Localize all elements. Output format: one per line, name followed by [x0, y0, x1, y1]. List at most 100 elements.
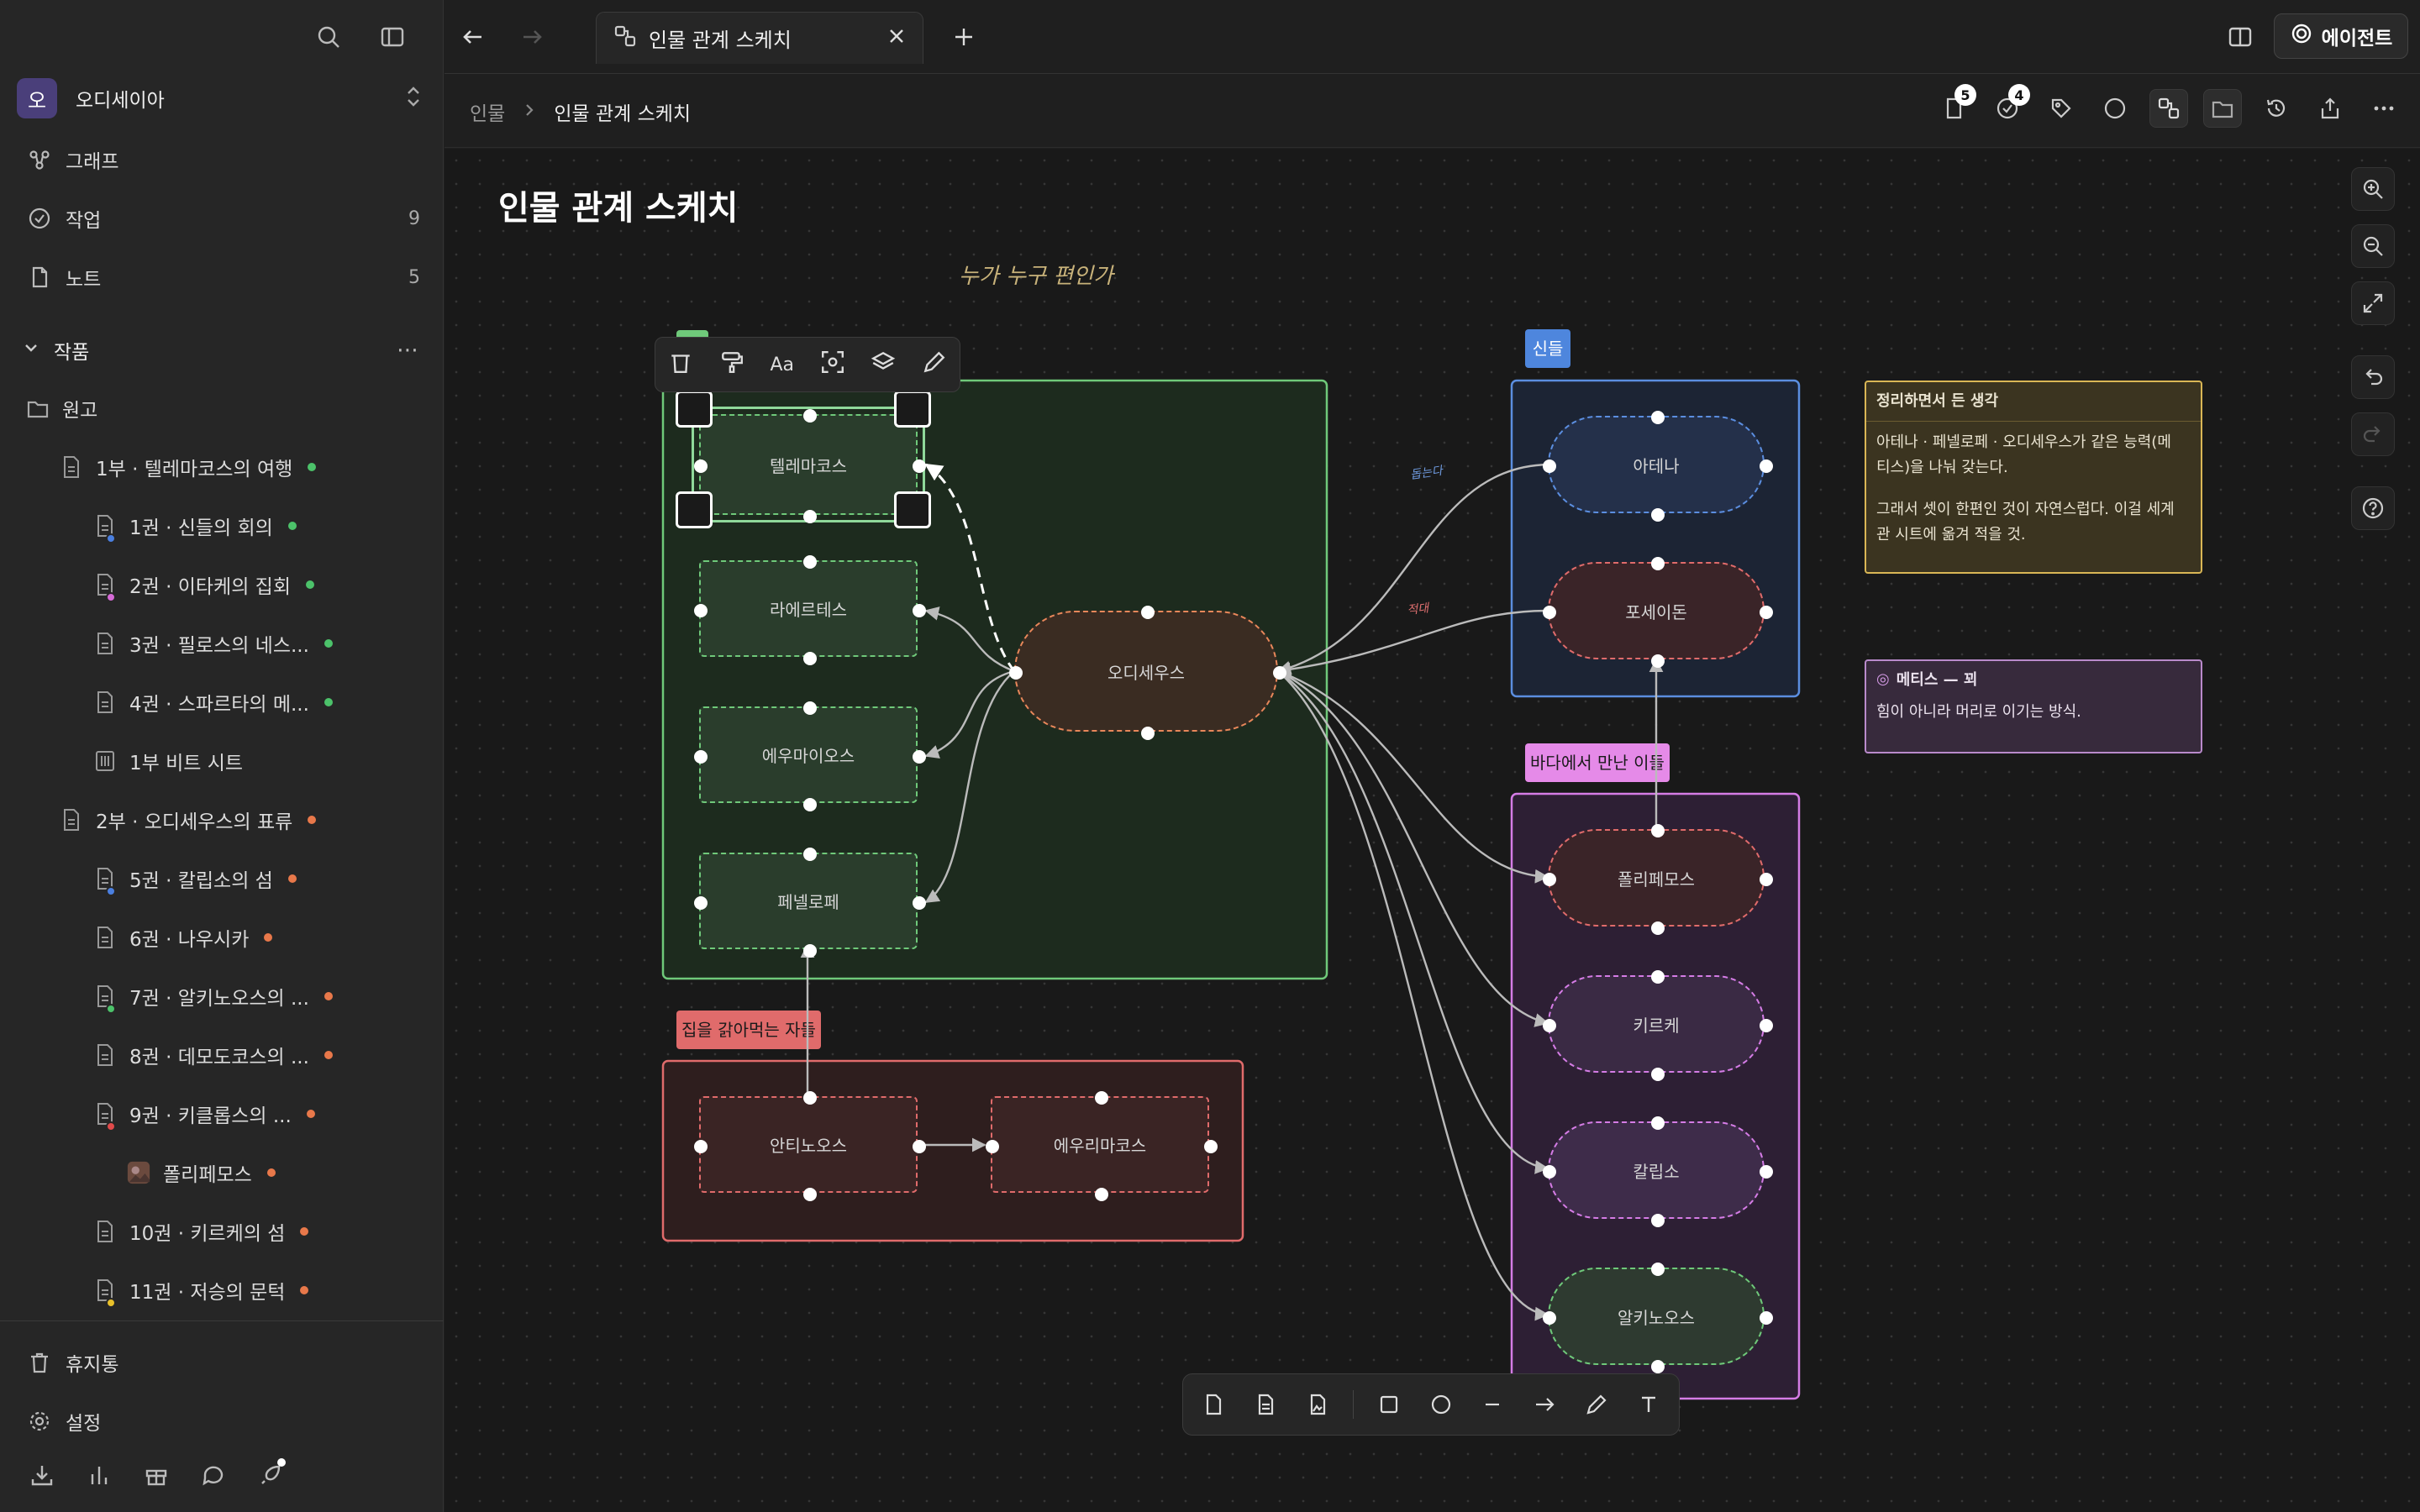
canvas-title[interactable]: 인물 관계 스케치: [498, 189, 739, 228]
connection-handle[interactable]: [1141, 606, 1155, 619]
section-works[interactable]: 작품 ⋯: [22, 329, 420, 371]
connection-handle[interactable]: [913, 1139, 926, 1153]
node-circe[interactable]: 키르케: [1543, 970, 1773, 1081]
node-penelope[interactable]: 페넬로페: [694, 848, 926, 958]
new-tab-icon[interactable]: [947, 20, 981, 54]
connection-handle[interactable]: [1095, 1091, 1108, 1105]
connection-handle[interactable]: [1543, 1165, 1556, 1179]
node-calypso[interactable]: 칼립소: [1543, 1116, 1773, 1227]
node-alcinous[interactable]: 알키노오스: [1543, 1263, 1773, 1373]
node-odysseus[interactable]: 오디세우스: [1009, 606, 1286, 740]
zoom-out-icon[interactable]: [2351, 224, 2395, 268]
pen-icon[interactable]: [1580, 1388, 1613, 1421]
tree-item[interactable]: 1부 비트 시트: [92, 739, 243, 783]
history-icon[interactable]: [2257, 89, 2296, 128]
connection-handle[interactable]: [1651, 824, 1665, 837]
connection-handle[interactable]: [803, 510, 817, 523]
tree-item[interactable]: 3권 · 필로스의 네스...: [92, 622, 333, 665]
tree-item[interactable]: 1권 · 신들의 회의: [92, 504, 297, 548]
fit-screen-icon[interactable]: [2351, 281, 2395, 325]
back-arrow-icon[interactable]: [456, 20, 490, 54]
linked-tasks-button[interactable]: 4: [1988, 84, 2030, 128]
connection-handle[interactable]: [1651, 921, 1665, 935]
redo-icon[interactable]: [2351, 412, 2395, 456]
layers-icon[interactable]: [871, 349, 896, 380]
text-tool-icon[interactable]: [1632, 1388, 1665, 1421]
folder-icon[interactable]: [2203, 89, 2242, 128]
nav-graph[interactable]: 그래프: [25, 138, 420, 181]
rectangle-icon[interactable]: [1372, 1388, 1406, 1421]
zoom-in-icon[interactable]: [2351, 167, 2395, 211]
tree-item[interactable]: 2부 · 오디세우스의 표류: [59, 798, 317, 842]
resize-handle[interactable]: [894, 391, 931, 428]
connection-handle[interactable]: [803, 652, 817, 665]
tree-item[interactable]: 1부 · 텔레마코스의 여행: [59, 445, 317, 489]
connection-handle[interactable]: [1543, 606, 1556, 619]
more-icon[interactable]: [2365, 89, 2403, 128]
resize-handle[interactable]: [894, 491, 931, 528]
connection-handle[interactable]: [1760, 459, 1773, 473]
linked-docs-button[interactable]: 5: [1934, 84, 1976, 128]
connection-handle[interactable]: [1009, 666, 1023, 680]
page-icon[interactable]: [1197, 1388, 1230, 1421]
resize-handle[interactable]: [676, 391, 713, 428]
node-laertes[interactable]: 라에르테스: [694, 555, 926, 665]
connection-handle[interactable]: [1651, 508, 1665, 522]
tree-item[interactable]: 폴리페모스: [126, 1151, 276, 1194]
connection-handle[interactable]: [1095, 1188, 1108, 1201]
resize-handle[interactable]: [676, 491, 713, 528]
rocket-icon[interactable]: [254, 1458, 287, 1492]
connection-handle[interactable]: [803, 409, 817, 423]
tree-item[interactable]: 9권 · 키클롭스의 ...: [92, 1092, 315, 1136]
tree-item[interactable]: 2권 · 이타케의 집회: [92, 563, 314, 606]
connection-handle[interactable]: [913, 749, 926, 764]
node-eumaeus[interactable]: 에우마이오스: [694, 701, 926, 811]
split-view-icon[interactable]: [2223, 20, 2257, 54]
sticky-note-thoughts[interactable]: 정리하면서 든 생각 아테나 · 페넬로페 · 오디세우스가 같은 능력(메 티…: [1865, 381, 2202, 574]
trash-icon[interactable]: [668, 349, 693, 380]
tree-item[interactable]: 11권 · 저승의 문턱: [92, 1268, 309, 1312]
tree-item[interactable]: 원고: [25, 386, 97, 430]
nav-notes[interactable]: 노트 5: [25, 255, 420, 299]
connection-handle[interactable]: [803, 848, 817, 861]
connection-handle[interactable]: [694, 459, 708, 473]
image-file-icon[interactable]: [1301, 1388, 1334, 1421]
breadcrumb-parent[interactable]: 인물: [470, 103, 506, 125]
connection-handle[interactable]: [1651, 1116, 1665, 1130]
tree-item[interactable]: 10권 · 키르케의 섬: [92, 1210, 309, 1253]
connection-handle[interactable]: [1760, 1165, 1773, 1179]
paint-roller-icon[interactable]: [719, 349, 744, 380]
share-icon[interactable]: [2311, 89, 2349, 128]
nav-trash[interactable]: 휴지통: [25, 1341, 420, 1384]
whiteboard-canvas[interactable]: 인물 관계 스케치 누가 누구 편인가 돕는다 적대 신들 바다에서 만난 이들…: [445, 149, 2420, 1512]
forward-arrow-icon[interactable]: [515, 20, 549, 54]
connection-handle[interactable]: [1760, 606, 1773, 619]
circle-icon[interactable]: [1424, 1388, 1458, 1421]
sticky-note-metis[interactable]: ◎메티스 — 꾀 힘이 아니라 머리로 이기는 방식.: [1865, 659, 2202, 753]
connection-handle[interactable]: [1651, 1214, 1665, 1227]
connection-handle[interactable]: [1141, 727, 1155, 740]
connection-handle[interactable]: [1543, 1019, 1556, 1032]
connection-handle[interactable]: [1651, 970, 1665, 984]
text-style-icon[interactable]: Aa: [770, 354, 794, 375]
connection-handle[interactable]: [1204, 1139, 1218, 1153]
chat-icon[interactable]: [197, 1458, 230, 1492]
more-icon[interactable]: ⋯: [397, 338, 420, 363]
connection-handle[interactable]: [1651, 1263, 1665, 1276]
connection-handle[interactable]: [803, 555, 817, 569]
connection-handle[interactable]: [1273, 666, 1286, 680]
focus-icon[interactable]: [820, 349, 845, 380]
connection-handle[interactable]: [694, 1139, 708, 1153]
connection-handle[interactable]: [1651, 1360, 1665, 1373]
search-icon[interactable]: [312, 20, 345, 54]
arrow-icon[interactable]: [1528, 1388, 1561, 1421]
connection-handle[interactable]: [1543, 873, 1556, 886]
connection-handle[interactable]: [694, 895, 708, 910]
agent-button[interactable]: 에이전트: [2274, 13, 2408, 59]
tree-item[interactable]: 7권 · 알키노오스의 ...: [92, 974, 333, 1018]
connection-handle[interactable]: [1651, 1068, 1665, 1081]
connection-handle[interactable]: [803, 1188, 817, 1201]
pencil-icon[interactable]: [922, 349, 947, 380]
tree-item[interactable]: 5권 · 칼립소의 섬: [92, 857, 297, 900]
node-poseidon[interactable]: 포세이돈: [1543, 557, 1773, 668]
